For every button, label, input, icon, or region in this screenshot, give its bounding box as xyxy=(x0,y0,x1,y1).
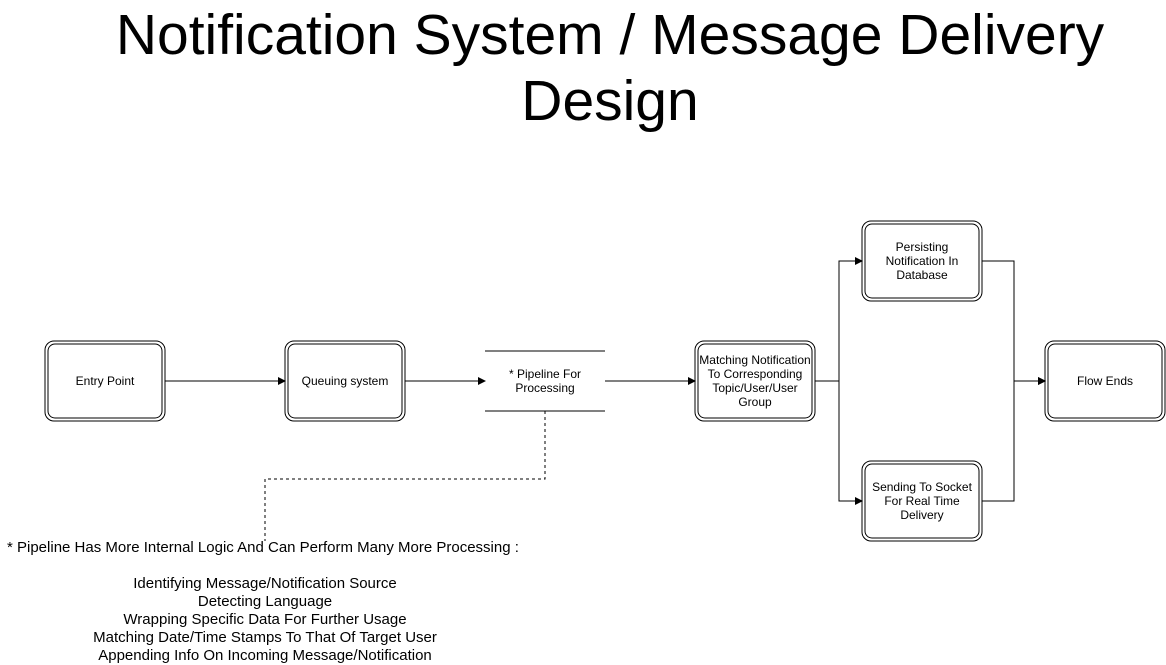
pipeline-note-header: * Pipeline Has More Internal Logic And C… xyxy=(7,539,519,556)
pipeline-note-item: Appending Info On Incoming Message/Notif… xyxy=(98,647,432,664)
edge-pipeline-note-connector xyxy=(264,411,546,541)
pipeline-note-item: Identifying Message/Notification Source xyxy=(133,575,397,592)
node-label-sending-socket: Sending To Socket For Real Time Delivery xyxy=(872,480,972,522)
pipeline-note-item: Matching Date/Time Stamps To That Of Tar… xyxy=(93,629,437,646)
edge-matching-to-sending xyxy=(815,380,863,505)
node-label-persisting: Persisting Notification In Database xyxy=(885,240,959,282)
pipeline-note-item: Detecting Language xyxy=(197,593,333,610)
node-label-flow-ends: Flow Ends xyxy=(1076,374,1134,388)
node-flow-ends[interactable] xyxy=(1044,340,1166,422)
diagram-title-line-2: Design xyxy=(521,69,699,133)
edge-persisting-to-flow-ends xyxy=(982,260,1046,385)
diagram-title: Notification System / Message Delivery D… xyxy=(60,2,1160,134)
edge-sending-to-flow-ends xyxy=(982,377,1046,502)
node-label-entry-point: Entry Point xyxy=(75,374,135,388)
node-label-matching: Matching Notification To Corresponding T… xyxy=(699,353,811,409)
diagram-title-line-1: Notification System / Message Delivery xyxy=(115,3,1105,67)
node-label-pipeline: * Pipeline For Processing xyxy=(508,367,582,395)
pipeline-note-item: Wrapping Specific Data For Further Usage xyxy=(123,611,407,628)
node-entry-point[interactable] xyxy=(44,340,166,422)
node-label-queuing-system: Queuing system xyxy=(301,374,389,388)
pipeline-note-list: Identifying Message/Notification Source … xyxy=(30,575,500,665)
edge-matching-to-persisting xyxy=(815,257,863,382)
